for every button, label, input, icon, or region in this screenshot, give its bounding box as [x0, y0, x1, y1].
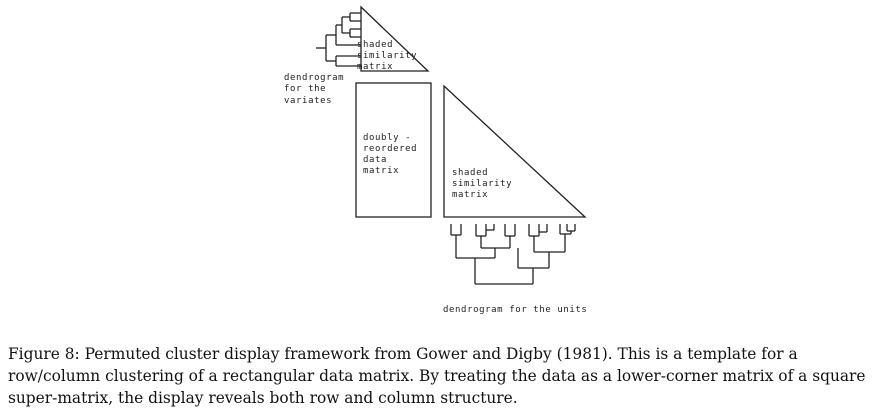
data-matrix-rectangle: [355, 82, 432, 218]
big-triangle-label-3: matrix: [452, 190, 488, 200]
cluster-display-figure: shaded similarity matrix dendrogram for …: [284, 5, 587, 315]
variates-dendrogram: [316, 12, 361, 67]
variates-dendrogram-label-1: dendrogram: [284, 73, 344, 83]
variates-dendrogram-label-3: variates: [284, 96, 332, 106]
units-dendrogram-label: dendrogram for the units: [443, 305, 587, 315]
data-matrix-label-4: matrix: [363, 166, 399, 176]
units-dendrogram: [450, 224, 576, 285]
top-similarity-triangle: [360, 5, 430, 72]
data-matrix-label-2: reordered: [363, 144, 417, 154]
data-matrix-label-1: doubly -: [363, 133, 411, 143]
top-triangle-label-3: matrix: [357, 62, 393, 72]
top-triangle-label-2: similarity: [357, 51, 417, 61]
big-triangle-label-2: similarity: [452, 179, 512, 189]
big-triangle-label-1: shaded: [452, 168, 488, 178]
variates-dendrogram-label-2: for the: [284, 84, 326, 94]
figure-caption: Figure 8: Permuted cluster display frame…: [8, 345, 866, 407]
big-similarity-triangle: [443, 84, 587, 218]
top-triangle-label-1: shaded: [357, 40, 393, 50]
data-matrix-label-3: data: [363, 155, 387, 165]
